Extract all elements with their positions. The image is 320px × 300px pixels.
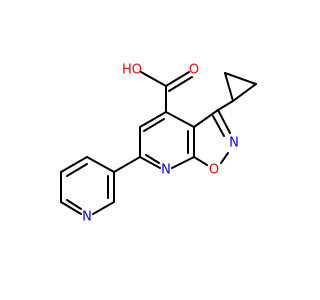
bond-py-n-c6	[60, 201, 82, 215]
bond-c3-n2-inner	[212, 115, 225, 137]
bond-c-oh	[140, 71, 167, 87]
bond-c4-c5	[139, 111, 167, 128]
bond-c6-n7-inner	[145, 154, 160, 164]
pyridine-nitrogen-label: N	[161, 163, 171, 178]
bond-n7-c7a	[171, 156, 195, 169]
bond-py-c2-n	[92, 201, 115, 215]
isoxazole-nitrogen-label: N	[229, 136, 239, 151]
atom-labels: HO O N O N N	[82, 63, 239, 225]
bond-ring-cyclopropyl	[217, 100, 234, 111]
bond-c6-n7	[139, 156, 161, 169]
bond-o1-c7a	[193, 156, 208, 166]
bond-cyclopropyl-a	[224, 72, 234, 102]
isoxazole-oxygen-label: O	[209, 163, 219, 178]
hydroxyl-label: HO	[122, 63, 142, 78]
bond-c3a-c3	[193, 109, 219, 128]
bond-cyclopropyl-b	[224, 72, 257, 85]
bond-py-c5-c4	[60, 156, 88, 173]
bonds	[60, 71, 257, 215]
bond-py-c5-c4-inner	[66, 163, 88, 177]
bond-c6-pyridyl	[113, 156, 141, 173]
bond-c3-n2	[217, 109, 231, 134]
bond-c-o-double-2	[168, 76, 193, 92]
bond-c4-c3a	[165, 111, 195, 128]
bond-c4-c5-inner	[143, 118, 165, 132]
bond-c-o-double-1	[165, 71, 190, 87]
pyridyl-nitrogen-label: N	[82, 210, 92, 225]
bond-py-c4-c3	[86, 156, 115, 173]
bond-py-n-c6-inner	[66, 199, 82, 210]
carbonyl-oxygen-label: O	[189, 63, 199, 78]
bond-cyclopropyl-c	[232, 83, 257, 102]
bond-n2-o1	[220, 152, 229, 164]
molecule-structure: HO O N O N N	[60, 63, 257, 225]
